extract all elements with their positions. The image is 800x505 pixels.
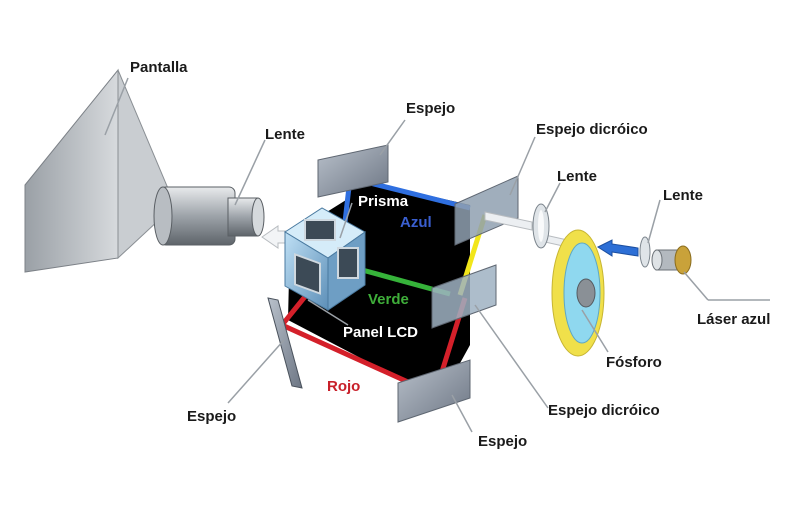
middle-lens (533, 204, 549, 248)
label-espejo-superior: Espejo (406, 101, 455, 116)
label-prisma: Prisma (358, 194, 408, 209)
label-espejo-izquierdo: Espejo (187, 409, 236, 424)
blue-laser-source (652, 246, 691, 274)
blue-laser-arrow (598, 240, 638, 256)
label-lente-objetivo: Lente (265, 127, 305, 142)
label-verde: Verde (368, 292, 409, 307)
label-lente-media: Lente (557, 169, 597, 184)
label-pantalla: Pantalla (130, 60, 188, 75)
label-panel-lcd: Panel LCD (343, 325, 418, 340)
label-espejo-dicroico-superior: Espejo dicróico (536, 122, 648, 137)
label-lente-laser: Lente (663, 188, 703, 203)
label-espejo-inferior: Espejo (478, 434, 527, 449)
label-espejo-dicroico-inferior: Espejo dicróico (548, 403, 660, 418)
phosphor-wheel (552, 230, 604, 356)
dichroic-mirror-top (455, 176, 518, 245)
label-laser-azul: Láser azul (697, 312, 770, 327)
label-fosforo: Fósforo (606, 355, 662, 370)
screen-pantalla (25, 70, 175, 272)
objective-lens (154, 187, 264, 245)
label-rojo: Rojo (327, 379, 360, 394)
label-azul: Azul (400, 215, 432, 230)
